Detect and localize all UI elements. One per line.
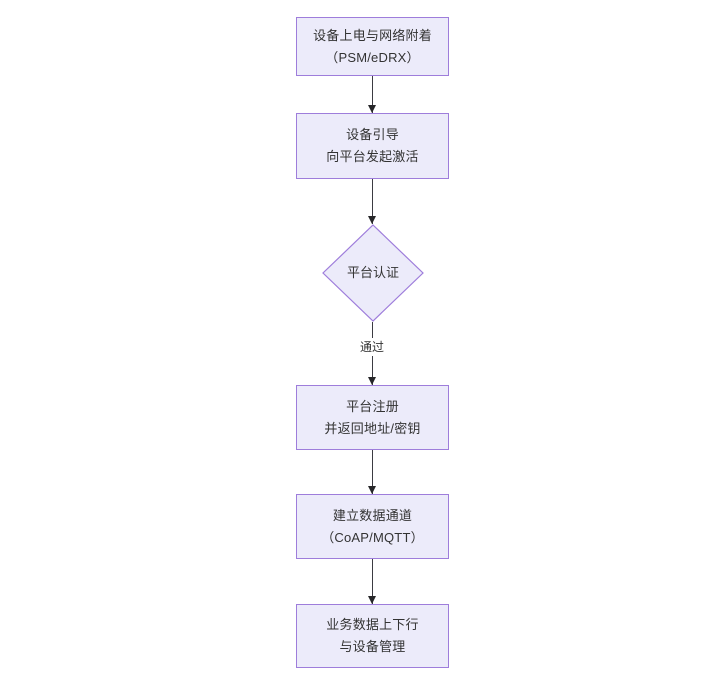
node-label-line1: 业务数据上下行	[326, 617, 419, 632]
arrow-head-icon	[368, 216, 376, 224]
edge-label-pass: 通过	[356, 338, 388, 356]
diamond-shape-icon	[322, 224, 424, 322]
node-label-line1: 平台认证	[346, 265, 399, 280]
arrow-head-icon	[368, 377, 376, 385]
node-label-line2: 并返回地址/密钥	[324, 420, 421, 436]
node-establish-data-channel[interactable]: 建立数据通道 （CoAP/MQTT）	[296, 494, 449, 559]
node-label-line2: （PSM/eDRX）	[325, 49, 420, 65]
node-label-line1: 设备引导	[346, 127, 399, 142]
node-label-line2: 与设备管理	[339, 639, 406, 654]
arrow-head-icon	[368, 596, 376, 604]
node-label-line1: 设备上电与网络附着	[313, 27, 432, 43]
arrow-head-icon	[368, 105, 376, 113]
edge-line	[372, 179, 373, 224]
node-platform-authentication[interactable]: 平台认证	[322, 224, 424, 322]
node-label-line2: 向平台发起激活	[326, 149, 419, 164]
edge-n1-n2	[368, 76, 376, 113]
node-label-line2: （CoAP/MQTT）	[321, 529, 424, 545]
edge-line	[372, 450, 373, 494]
edge-line	[372, 559, 373, 604]
node-device-bootstrap[interactable]: 设备引导 向平台发起激活	[296, 113, 449, 179]
edge-n3-n4: 通过	[356, 322, 388, 385]
node-label-line1: 建立数据通道	[332, 507, 413, 523]
edge-n2-n3	[368, 179, 376, 224]
edge-n4-n5	[368, 450, 376, 494]
node-label-line1: 平台注册	[346, 398, 399, 414]
edge-line	[372, 76, 373, 113]
node-business-data-and-device-management[interactable]: 业务数据上下行 与设备管理	[296, 604, 449, 668]
edge-n5-n6	[368, 559, 376, 604]
node-device-power-on[interactable]: 设备上电与网络附着 （PSM/eDRX）	[296, 17, 449, 76]
arrow-head-icon	[368, 486, 376, 494]
node-platform-registration[interactable]: 平台注册 并返回地址/密钥	[296, 385, 449, 450]
